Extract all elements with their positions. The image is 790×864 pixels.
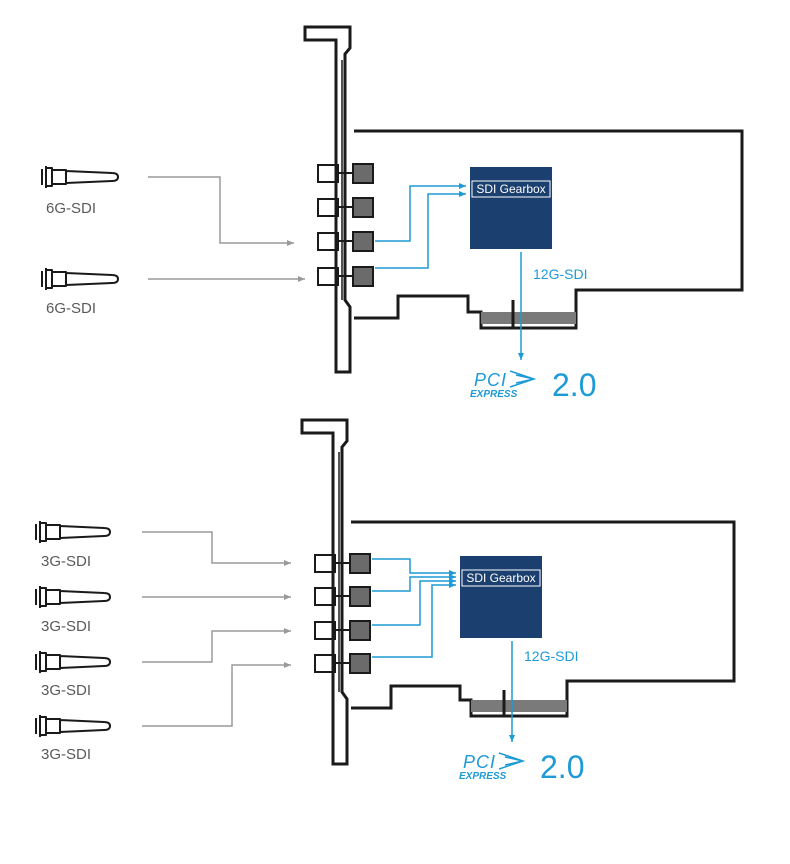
bnc-cable-icon (35, 521, 111, 543)
bnc-cable-icon (35, 651, 111, 673)
input-cable: 3G-SDI (35, 628, 291, 699)
bnc-connector (317, 266, 374, 287)
signal-line-blue (375, 191, 466, 269)
input-cable: 3G-SDI (35, 586, 291, 635)
input-label: 6G-SDI (46, 300, 96, 317)
input-cable: 3G-SDI (35, 521, 291, 570)
card-pcb-outline (351, 520, 736, 718)
signal-line-blue (372, 582, 456, 658)
pcie-logo-top: PCI (474, 370, 507, 390)
bnc-cable-icon (41, 268, 119, 290)
input-cable: 6G-SDI (41, 268, 305, 317)
bnc-cable-icon (35, 586, 111, 608)
pcie-logo: PCI EXPRESS 2.0 (470, 367, 596, 403)
input-line-gray (142, 628, 291, 663)
bnc-connector (314, 620, 371, 641)
input-label: 6G-SDI (46, 200, 96, 217)
pcie-logo: PCI EXPRESS 2.0 (459, 749, 584, 785)
signal-line-blue (372, 578, 456, 626)
bnc-connector (314, 653, 371, 674)
bnc-connector (317, 231, 374, 252)
input-cable: 3G-SDI (35, 662, 291, 763)
output-label: 12G-SDI (524, 648, 578, 664)
card-bracket (300, 418, 349, 766)
pcie-logo-bottom: EXPRESS (470, 389, 518, 400)
gearbox-label: SDI Gearbox (476, 182, 545, 196)
input-label: 3G-SDI (41, 746, 91, 763)
diagram-top: SDI Gearbox 12G-SDI PCI EXPRESS 2.0 6G-S… (41, 25, 744, 403)
input-line-gray (142, 662, 291, 727)
pcie-chevron-icon (509, 370, 537, 388)
bnc-connector (314, 586, 371, 607)
pcie-logo-top: PCI (463, 752, 496, 772)
pcie-logo-bottom: EXPRESS (459, 771, 507, 782)
bnc-connector (317, 163, 374, 184)
card-bracket (303, 25, 352, 374)
signal-line-blue (372, 574, 456, 592)
bnc-cable-icon (35, 715, 111, 737)
bnc-connector (317, 197, 374, 218)
input-line-gray (142, 531, 291, 566)
input-cable: 6G-SDI (41, 166, 294, 246)
diagram-bottom: SDI Gearbox 12G-SDI PCI EXPRESS 2.0 3G-S… (35, 418, 736, 785)
edge-connector (481, 312, 576, 324)
edge-connector (471, 700, 567, 712)
input-label: 3G-SDI (41, 682, 91, 699)
bnc-cable-icon (41, 166, 119, 188)
gearbox-label-box (471, 180, 551, 198)
signal-line-blue (375, 183, 466, 242)
bnc-connector (314, 553, 371, 574)
gearbox-chip (470, 167, 552, 249)
gearbox-label: SDI Gearbox (466, 571, 535, 585)
signal-line-blue (372, 558, 456, 576)
pcie-chevron-icon (498, 752, 526, 770)
gearbox-chip (460, 556, 542, 638)
input-label: 3G-SDI (41, 618, 91, 635)
pcie-version: 2.0 (540, 749, 584, 785)
input-label: 3G-SDI (41, 553, 91, 570)
input-line-gray (148, 176, 294, 246)
gearbox-label-box (461, 569, 541, 587)
output-label: 12G-SDI (533, 266, 587, 282)
pcie-version: 2.0 (552, 367, 596, 403)
